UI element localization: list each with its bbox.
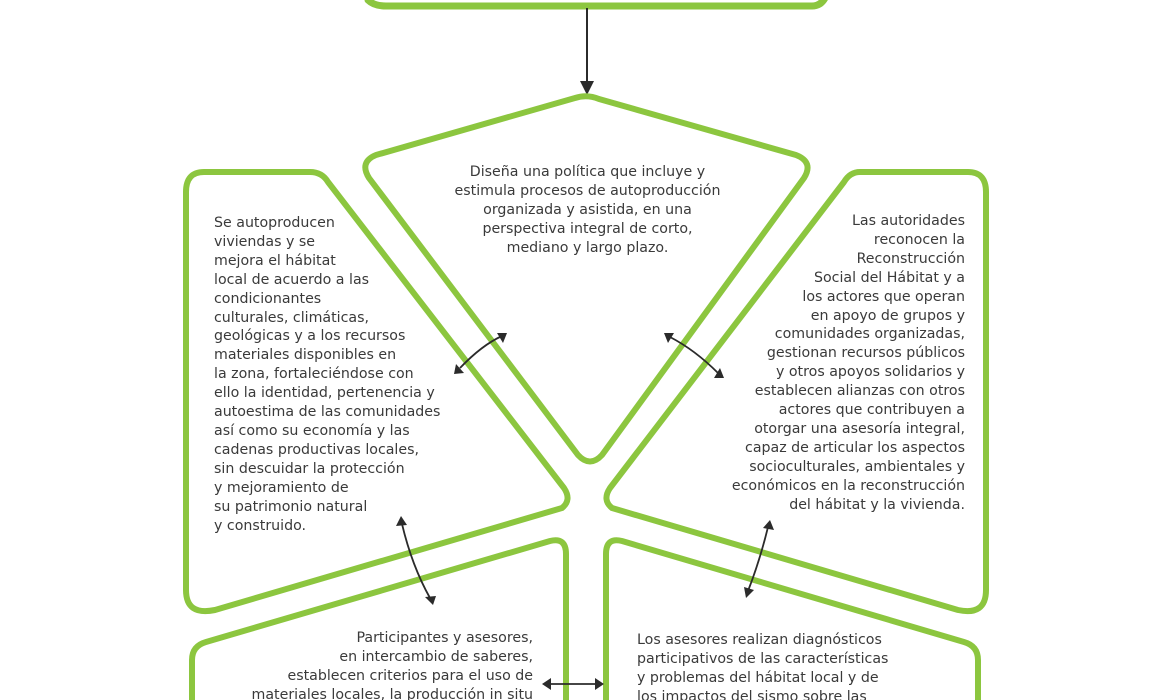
arrow-top-left — [454, 333, 507, 374]
bottom-right-box-text: Los asesores realizan diagnósticos parti… — [637, 632, 889, 700]
arrow-right-bottom — [744, 520, 774, 598]
bottom-left-box-border — [189, 537, 569, 700]
right-box-text: Las autoridades reconocen la Reconstrucc… — [731, 213, 965, 513]
arrow-top-right — [664, 333, 724, 378]
left-box-border — [183, 169, 571, 614]
down-arrow-head — [580, 81, 594, 95]
top-box-border — [364, 0, 828, 10]
bottom-right-box-border — [603, 537, 981, 700]
center-triangle-border — [362, 93, 811, 465]
bottom-left-box-text: Participantes y asesores, en intercambio… — [251, 630, 533, 700]
right-box-border — [603, 169, 989, 614]
left-box-text: Se autoproducen viviendas y se mejora el… — [214, 215, 441, 534]
arrow-bottom-horizontal — [542, 678, 604, 690]
arrow-left-bottom — [396, 516, 436, 605]
top-box-text: Diseña una política que incluye y estimu… — [454, 164, 721, 256]
